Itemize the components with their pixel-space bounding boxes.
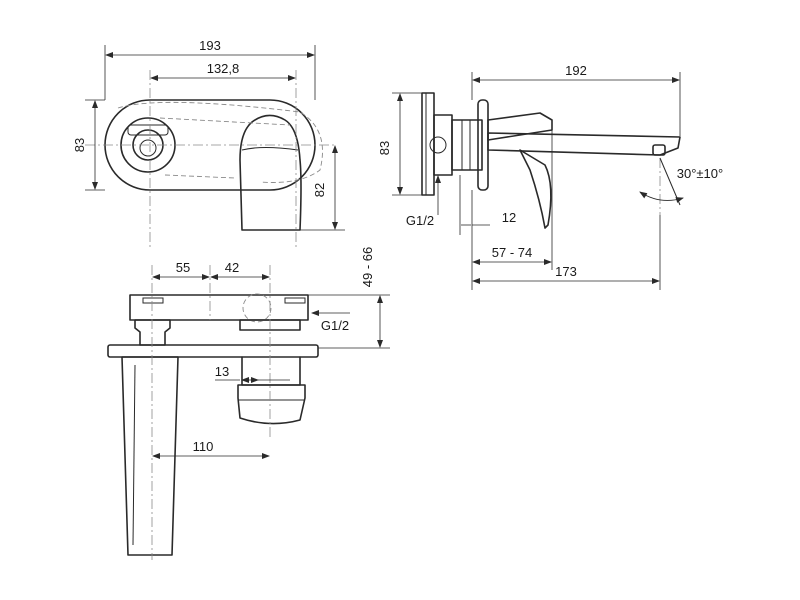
side-view: 30°±10° 192 83 G1/2 12 57 - 74 173	[377, 63, 723, 290]
dim-top-vertical-range: 49 - 66	[360, 247, 375, 287]
side-plate	[477, 99, 489, 191]
side-lever-top	[487, 112, 553, 141]
dim-side-spout-reach: 173	[555, 264, 577, 279]
dim-front-height-left: 83	[72, 138, 87, 152]
dim-side-collar: 12	[502, 210, 516, 225]
front-lever-edge	[241, 147, 299, 151]
top-body-block	[129, 294, 309, 321]
top-view: 55 42 G1/2 49 - 66 13 110	[107, 247, 390, 560]
front-cartridge-core	[139, 139, 157, 157]
top-lever-neck	[241, 356, 301, 386]
front-view: 193 132,8 83 82	[72, 38, 345, 250]
top-wall-plate	[107, 344, 319, 358]
dim-side-total-depth: 192	[565, 63, 587, 78]
dim-front-height-right: 82	[312, 183, 327, 197]
top-body-hidden-circle	[242, 293, 272, 323]
top-spout	[121, 356, 179, 556]
dim-top-right-span: 42	[225, 260, 239, 275]
side-body-cylinder	[451, 119, 483, 171]
dim-front-inner-width: 132,8	[207, 61, 240, 76]
side-lever-handle	[519, 149, 552, 229]
front-lever-handle	[239, 114, 302, 231]
dim-top-collar: 13	[215, 364, 229, 379]
side-angle-arc	[639, 191, 684, 203]
dim-side-height: 83	[377, 141, 392, 155]
dim-side-inlet: G1/2	[406, 213, 434, 228]
top-lever-cap	[237, 384, 306, 425]
top-right-connector	[239, 319, 301, 331]
side-spout	[487, 132, 681, 156]
dim-top-inlet: G1/2	[321, 318, 349, 333]
dim-front-total-width: 193	[199, 38, 221, 53]
side-aerator	[652, 144, 666, 156]
top-body-slot-left	[142, 297, 164, 304]
dim-side-adjust-range: 57 - 74	[492, 245, 532, 260]
dim-top-left-span: 55	[176, 260, 190, 275]
side-inlet-circle	[429, 136, 447, 154]
front-hidden-channel-low	[164, 174, 236, 179]
side-connector	[433, 114, 453, 176]
front-hidden-body	[117, 101, 323, 183]
top-left-connector	[134, 319, 171, 346]
front-hidden-channel	[159, 117, 291, 126]
top-body-slot-right	[284, 297, 306, 304]
dim-top-spout-offset: 110	[193, 439, 214, 454]
front-cartridge-slot	[127, 124, 169, 136]
side-wall-ring	[421, 92, 435, 196]
dim-side-angle: 30°±10°	[677, 166, 723, 181]
top-spout-inner	[132, 364, 136, 546]
